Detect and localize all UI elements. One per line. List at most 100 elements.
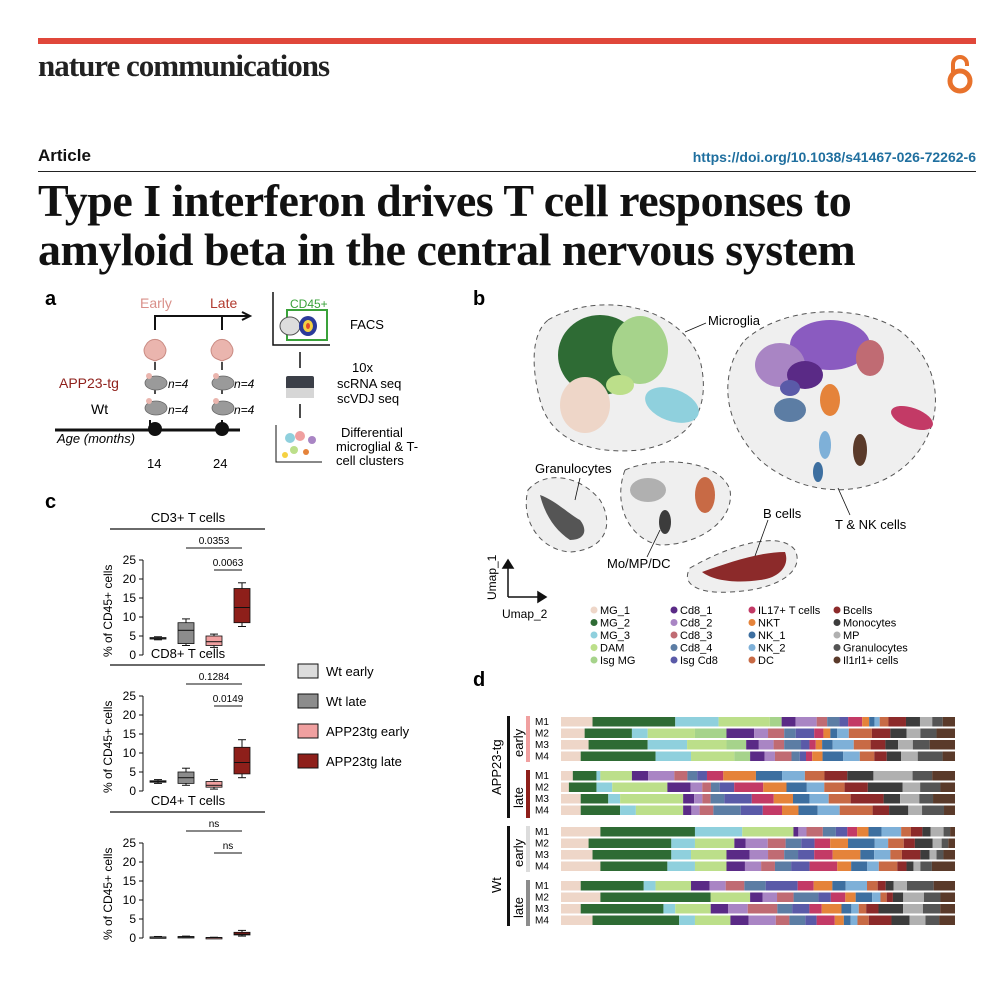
cluster-plot-icon (275, 425, 322, 463)
bar-segment (709, 881, 726, 891)
box (233, 746, 251, 775)
bar-segment (822, 740, 833, 750)
bar-segment (867, 782, 903, 792)
bar-segment (727, 904, 748, 914)
legend-swatch (670, 644, 678, 651)
bar-segment (809, 794, 829, 804)
bar-segment (561, 805, 581, 815)
bar-segment (679, 915, 695, 925)
mouse-label: M2 (535, 783, 549, 794)
bar-segment (868, 915, 892, 925)
bar-segment (774, 861, 792, 871)
legend-label: Cd8_4 (680, 643, 712, 655)
bar-segment (815, 740, 823, 750)
bar-segment (931, 861, 955, 871)
early-label: early (511, 838, 526, 867)
tenx-label: 10x (352, 360, 373, 375)
bar-segment (761, 861, 775, 871)
legend-label: APP23tg early (326, 724, 410, 739)
bar-segment (784, 740, 802, 750)
bar-segment (683, 794, 695, 804)
bar-segment (561, 881, 581, 891)
legend-label: Wt early (326, 664, 374, 679)
panel-c-letter: c (45, 491, 56, 513)
bar-segment (912, 740, 930, 750)
bar-segment (932, 838, 942, 848)
bar-segment (789, 915, 806, 925)
bar-segment (694, 915, 731, 925)
legend-swatch (297, 753, 319, 769)
mouse-label: M1 (535, 881, 549, 892)
bar-segment (823, 728, 831, 738)
umap-y-label: Umap_1 (485, 554, 499, 600)
legend-swatch (670, 619, 678, 626)
bar-segment (806, 782, 825, 792)
bar-segment (929, 740, 955, 750)
bar-segment (580, 904, 664, 914)
bar-segment (561, 782, 569, 792)
bar-segment (814, 838, 831, 848)
bar-segment (873, 771, 913, 781)
bar-segment (936, 728, 955, 738)
bar-segment (620, 805, 636, 815)
bar-segment (827, 717, 840, 727)
bar-segment (805, 915, 817, 925)
legend-label: Cd8_2 (680, 618, 712, 630)
mouse-label: M1 (535, 717, 549, 728)
bar-segment (561, 915, 593, 925)
bar-segment (690, 782, 703, 792)
bar-segment (671, 850, 692, 860)
bar-segment (906, 861, 914, 871)
n-label: n=4 (168, 377, 189, 391)
bar-segment (580, 881, 644, 891)
bar-segment (902, 782, 921, 792)
bar-segment (791, 861, 810, 871)
bar-segment (734, 782, 764, 792)
bar-segment (835, 827, 848, 837)
bar-segment (857, 915, 869, 925)
bar-segment (655, 881, 692, 891)
age-axis (55, 420, 240, 436)
bar-segment (881, 827, 902, 837)
bar-segment (561, 728, 585, 738)
doi-link[interactable]: https://doi.org/10.1038/s41467-026-72262… (692, 149, 976, 165)
bar-segment (795, 728, 815, 738)
group-app-label: APP23-tg (489, 739, 504, 795)
bar-segment (687, 740, 727, 750)
bar-segment (596, 771, 601, 781)
legend-label: MP (843, 630, 860, 642)
bcells-label: B cells (763, 506, 802, 521)
mouse-label: M4 (535, 916, 549, 927)
group-wt-label: Wt (489, 877, 504, 893)
bar-segment (734, 838, 746, 848)
bar-segment (847, 827, 858, 837)
bar-segment (932, 717, 943, 727)
bar-segment (710, 904, 728, 914)
brain-icon (210, 338, 234, 362)
bar-segment (758, 740, 774, 750)
bar-segment (748, 915, 776, 925)
bar-segment (724, 794, 752, 804)
y-tick-label: 15 (123, 591, 137, 605)
bar-segment (804, 771, 825, 781)
bar-segment (663, 904, 676, 914)
y-tick-label: 0 (129, 931, 136, 945)
umap-plot (525, 304, 936, 593)
legend-swatch (670, 606, 678, 614)
legend-swatch (590, 644, 598, 651)
bar-segment (822, 827, 836, 837)
bar-segment (774, 751, 792, 761)
gate-label: CD45+ (290, 297, 328, 311)
bar-segment (667, 861, 695, 871)
bar-segment (920, 861, 932, 871)
bar-segment (667, 782, 691, 792)
bar-segment (919, 717, 933, 727)
bar-segment (860, 850, 875, 860)
legend-label: APP23tg late (326, 754, 402, 769)
legend-label: DC (758, 655, 774, 667)
bar-segment (888, 717, 906, 727)
bar-segment (561, 794, 581, 804)
bar-segment (930, 827, 944, 837)
open-access-icon[interactable] (944, 52, 976, 96)
